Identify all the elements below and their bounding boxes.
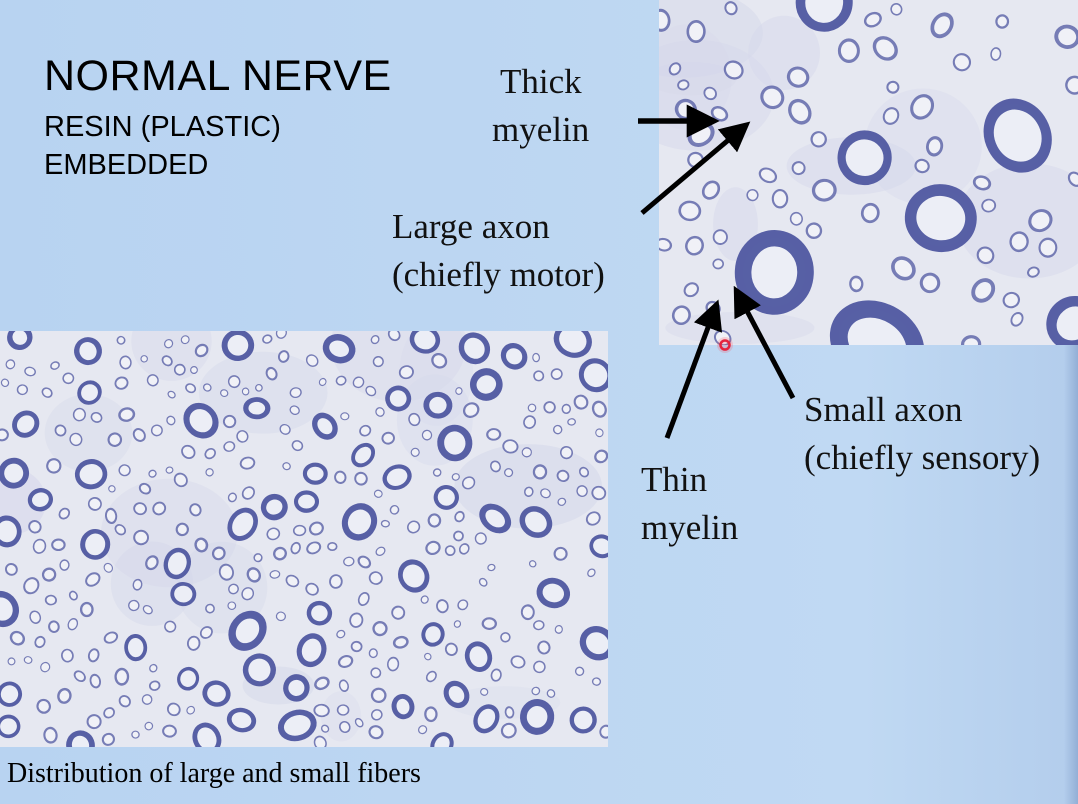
label-small-axon-line-2: (chiefly sensory) [804,438,1041,477]
slide-subtitle-line-2: EMBEDDED [44,149,209,181]
label-large-axon: Large axon (chiefly motor) [392,203,605,299]
label-thin-myelin-line-2: myelin [641,508,739,547]
label-large-axon-line-1: Large axon [392,207,550,246]
slide-subtitle: RESIN (PLASTIC) EMBEDDED [44,108,281,184]
label-thick-myelin-line-2: myelin [492,110,590,149]
figure-caption: Distribution of large and small fibers [7,758,421,789]
slide-title: NORMAL NERVE [44,52,392,100]
micrograph-low-magnification [0,331,608,747]
label-large-axon-line-2: (chiefly motor) [392,255,605,294]
label-small-axon: Small axon (chiefly sensory) [804,386,1040,482]
label-small-axon-line-1: Small axon [804,390,963,429]
micrograph-high-magnification-image [659,0,1078,345]
label-thick-myelin-line-1: Thick [500,62,582,101]
slide-subtitle-line-1: RESIN (PLASTIC) [44,111,281,143]
micrograph-low-magnification-image [0,331,608,747]
label-thin-myelin-line-1: Thin [641,460,708,499]
micrograph-high-magnification [659,0,1078,345]
label-thin-myelin: Thin myelin [641,456,738,552]
label-thick-myelin: Thick myelin [492,58,589,154]
